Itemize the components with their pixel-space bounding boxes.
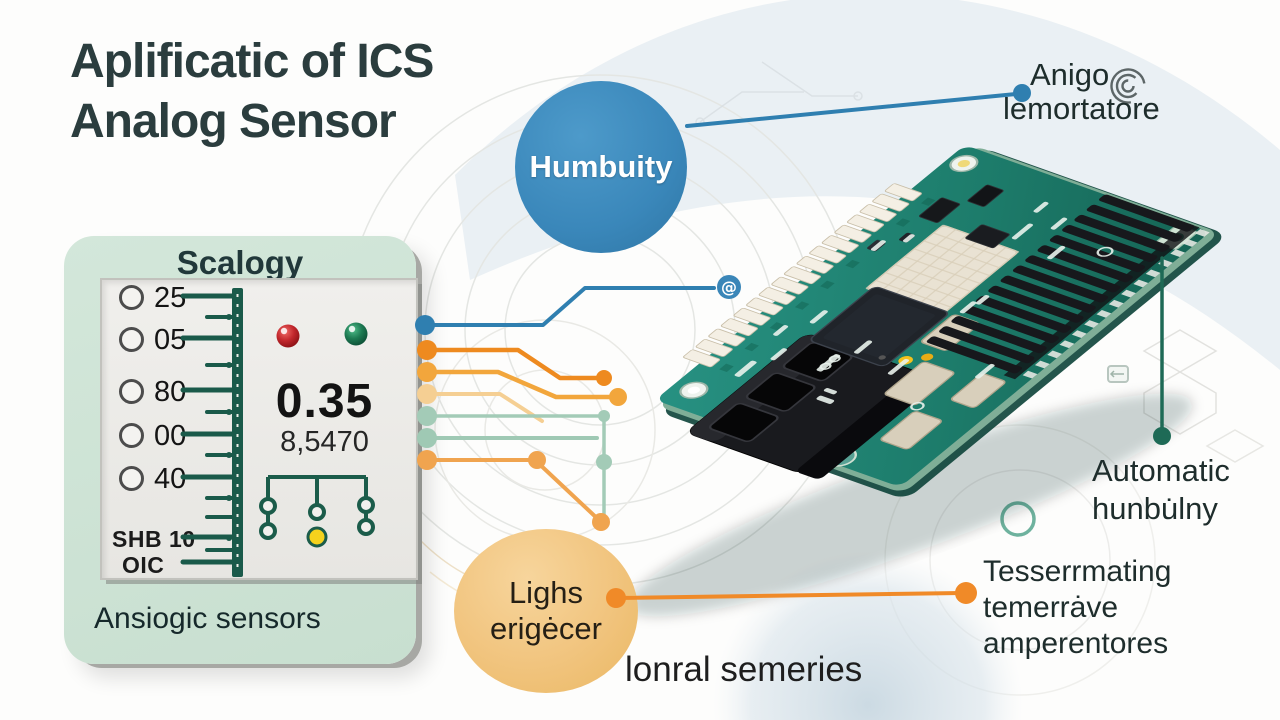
ic-chip (810, 286, 948, 367)
pcb-side-dark (665, 150, 1222, 497)
pale-amber-lead (425, 392, 544, 423)
title-line-2: Analog Sensor (70, 95, 397, 148)
small-chips (867, 184, 1010, 252)
callout-anigo-line1: Anigo (1030, 57, 1110, 92)
yellow-led (921, 353, 934, 361)
callout-series: lonral semeries (625, 650, 863, 689)
scale-value: 25 (154, 282, 187, 314)
pin-header (926, 194, 1210, 380)
orange-lead-2 (424, 369, 613, 400)
humidity-bubble-label: Humbuity (529, 149, 673, 184)
corner-pad (1156, 224, 1198, 250)
scale-value: 00 (154, 420, 187, 452)
radio-circle (119, 327, 144, 352)
callout-anigo-line2: lemortatore (1003, 91, 1160, 126)
bottom-glow-circle (713, 550, 1023, 720)
teal-ring (1000, 501, 1036, 537)
light-to-temp (614, 591, 964, 600)
callout-automatic: Automatic hunbu̇lny (1092, 453, 1230, 526)
logo-circle (822, 446, 858, 467)
terminal-block (689, 334, 939, 479)
mounting-hole (679, 154, 979, 399)
humidity-bubble: Humbuity (515, 81, 687, 253)
light-bubble: Lighs erigėcer (454, 529, 638, 693)
scale-value: 80 (154, 376, 187, 408)
scale-value: 40 (154, 463, 187, 495)
pcb-side-light (662, 148, 1214, 491)
small-square-icon (1107, 365, 1129, 383)
title-line-1: Aplificatic of ICS (70, 35, 434, 88)
scale-bottom-label: OIC (122, 552, 165, 578)
pcb-face (659, 147, 1206, 485)
panel-footer-label: Ansiogic sensors (94, 602, 321, 635)
radio-circle (119, 285, 144, 310)
header-connector-strip (683, 183, 936, 373)
panel-screen: 25 05 80 00 40 SHB 10 OIC 0.35 8,5470 (100, 278, 418, 580)
callout-temperature: Tesserrmating temerrȧve amperentores (983, 555, 1172, 660)
scale-bottom-label: SHB 10 (112, 526, 196, 552)
reading-primary: 0.35 (275, 375, 374, 428)
humidity-to-anigo (685, 92, 1018, 128)
light-to-light (425, 458, 602, 523)
sensor-panel: Scalogy 25 05 80 00 40 SHB 10 OIC 0.35 8… (64, 236, 418, 664)
svg-text:@: @ (721, 278, 737, 297)
scale-value: 05 (154, 324, 187, 356)
crystal-component (880, 314, 1006, 450)
reading-secondary: 8,5470 (280, 426, 369, 458)
led-matrix-module (865, 224, 1020, 316)
sage-lead-1 (425, 414, 606, 520)
orange-lead-1 (424, 347, 601, 381)
at-icon: @ (717, 275, 741, 299)
radio-circle (119, 423, 144, 448)
radio-circle (119, 379, 144, 404)
yellow-led (898, 356, 913, 365)
silkscreen-marks (734, 201, 1114, 411)
panel-title: Scalogy (176, 244, 304, 281)
radio-circle (119, 466, 144, 491)
page-title: Aplificatic of ICS Analog Sensor (70, 32, 434, 152)
light-bubble-label: Lighs erigėcer (490, 575, 602, 646)
panel-to-at (423, 286, 716, 327)
